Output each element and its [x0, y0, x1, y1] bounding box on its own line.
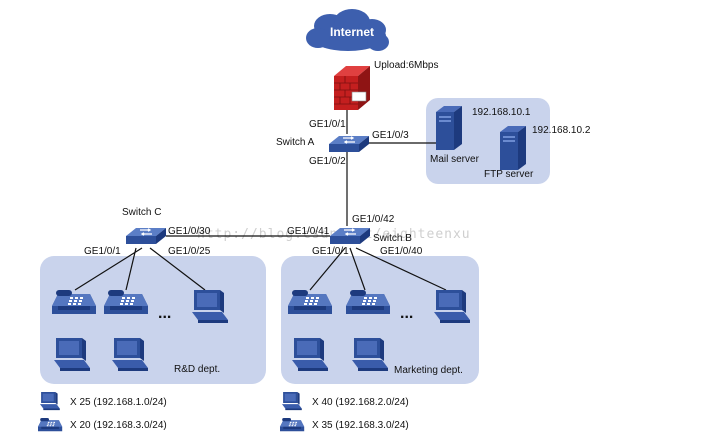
marketing-pc-icon	[352, 338, 388, 371]
marketing-ellipsis: ...	[400, 305, 413, 322]
marketing-dept-zone	[281, 256, 479, 384]
rd-pc-icon	[192, 290, 228, 323]
legend-rd-phone: X 20 (192.168.3.0/24)	[70, 420, 167, 431]
switch-b-port-left: GE1/0/41	[287, 226, 330, 237]
link-switch-b-phone1	[309, 247, 346, 291]
switch-a-label: Switch A	[276, 137, 315, 148]
switch-b-port-down2: GE1/0/40	[380, 246, 423, 257]
link-switch-c-phone1	[125, 247, 137, 291]
ftp-server-icon	[500, 126, 526, 170]
link-switch-c-phone2	[74, 247, 143, 291]
switch-c-port-right: GE1/0/30	[168, 226, 211, 237]
link-switch-b-pc	[355, 247, 447, 291]
links	[74, 66, 447, 291]
mail-server-label: Mail server	[430, 154, 480, 165]
link-switch-c-pc	[149, 247, 206, 291]
marketing-pc-icon	[434, 290, 470, 323]
legend-pc-icon	[40, 392, 60, 411]
legend-phone-icon	[280, 418, 305, 432]
switch-b-port-down1: GE1/0/1	[312, 246, 349, 257]
mail-server-ip: 192.168.10.1	[472, 107, 531, 118]
legend-phone-icon	[38, 418, 63, 432]
ftp-server-label: FTP server	[484, 169, 534, 180]
marketing-pc-icon	[292, 338, 328, 371]
marketing-dept-label: Marketing dept.	[394, 365, 463, 376]
switch-c-icon	[125, 227, 167, 245]
rd-dept-zone	[40, 256, 266, 384]
ftp-server-ip: 192.168.10.2	[532, 125, 591, 136]
link-switch-b-phone2	[349, 247, 366, 291]
switch-a-port-down: GE1/0/2	[309, 156, 346, 167]
legend-marketing-pc: X 40 (192.168.2.0/24)	[312, 397, 409, 408]
switch-c-port-down1: GE1/0/1	[84, 246, 121, 257]
switch-a-icon	[328, 135, 370, 153]
legend-pc-icon	[282, 392, 302, 411]
rd-ellipsis: ...	[158, 305, 171, 322]
legend-marketing-phone: X 35 (192.168.3.0/24)	[312, 420, 409, 431]
switch-c-port-down2: GE1/0/25	[168, 246, 211, 257]
switch-a-port-servers: GE1/0/3	[372, 130, 409, 141]
rd-dept-label: R&D dept.	[174, 364, 220, 375]
upload-label: Upload:6Mbps	[374, 60, 438, 71]
firewall-icon	[334, 66, 370, 110]
mail-server-icon	[436, 106, 462, 150]
rd-pc-icon	[54, 338, 90, 371]
internet-label: Internet	[330, 25, 374, 39]
switch-a-port-up: GE1/0/1	[309, 119, 346, 130]
switch-c-label: Switch C	[122, 207, 161, 218]
internet-cloud-icon	[306, 9, 389, 51]
switch-b-label: Switch B	[373, 233, 412, 244]
switch-b-port-up: GE1/0/42	[352, 214, 395, 225]
rd-pc-icon	[112, 338, 148, 371]
legend-rd-pc: X 25 (192.168.1.0/24)	[70, 397, 167, 408]
